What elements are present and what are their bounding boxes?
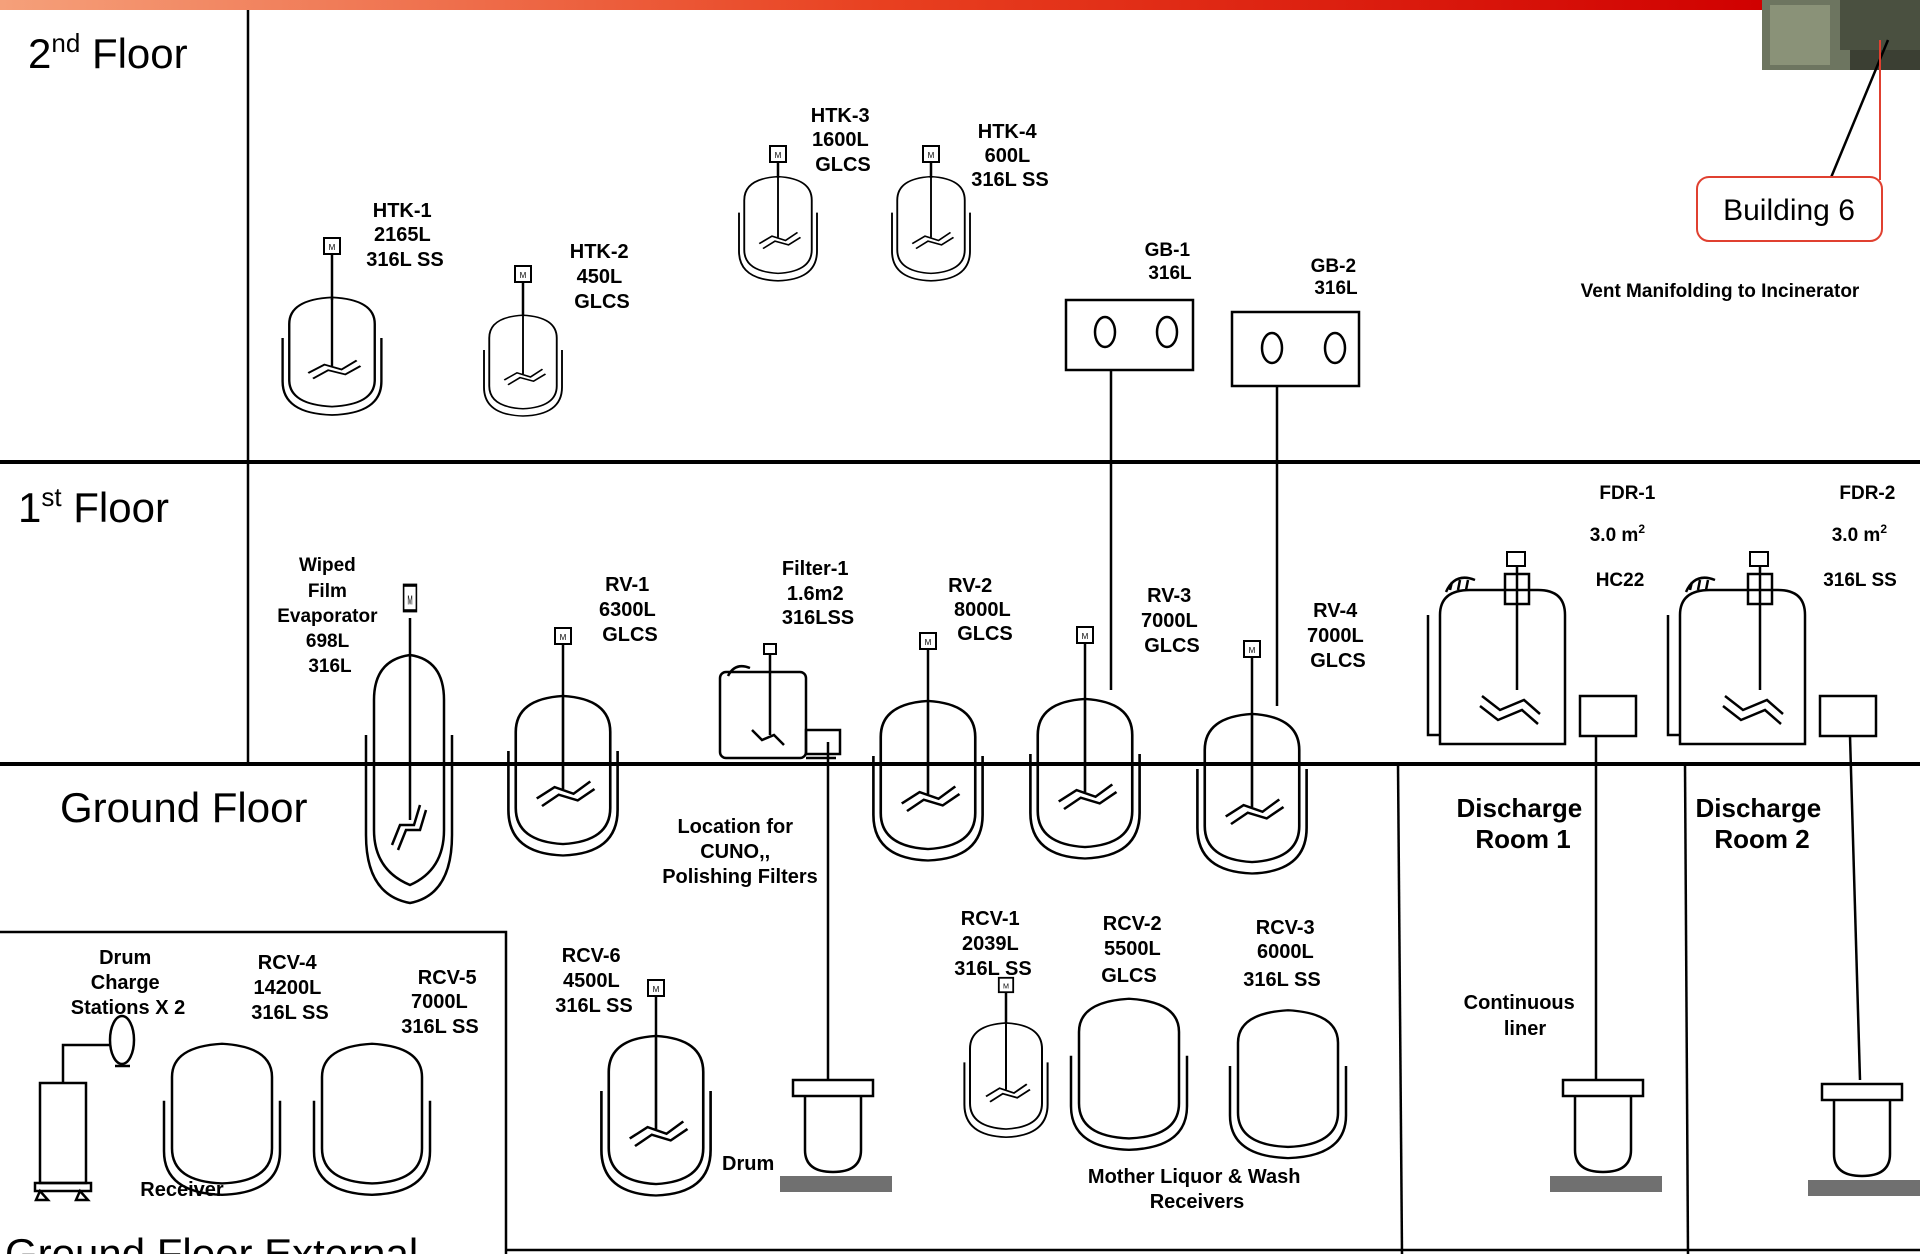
label-mother-liquor: Mother Liquor & Wash Receivers — [1088, 1166, 1306, 1213]
receiver-rcv3 — [1228, 1009, 1348, 1160]
floor-label-ground-external: Ground Floor External — [5, 1230, 418, 1254]
vessel-rcv1 — [963, 976, 1049, 1139]
filter-dryer-fdr2 — [1666, 551, 1878, 1081]
label-fdr2: FDR-2 3.0 m2 316L SS — [1823, 483, 1900, 591]
external-area-box — [0, 930, 508, 1254]
floor-label-first: 1st Floor — [18, 482, 169, 531]
vessel-rv4 — [1196, 640, 1308, 875]
receiver-rcv4 — [162, 1042, 282, 1197]
label-rcv2: RCV-2 5500L GLCS — [1101, 913, 1167, 987]
label-rv1: RV-1 6300L GLCS — [599, 574, 661, 646]
svg-text:Building 6: Building 6 — [1723, 194, 1855, 227]
label-htk3: HTK-3 1600L GLCS — [811, 105, 875, 176]
building-callout: Building 6 — [1696, 39, 1890, 242]
label-wfe: Wiped Film Evaporator 698L 316L — [277, 555, 383, 677]
label-rv2: RV-2 8000L GLCS — [948, 575, 1016, 645]
glovebox-gb2 — [1230, 310, 1361, 706]
vessel-htk4 — [891, 145, 971, 282]
title-banner — [0, 0, 1770, 10]
label-filter1: Filter-1 1.6m2 316LSS — [782, 558, 854, 629]
filter-1 — [718, 643, 842, 1080]
vessel-rv1 — [507, 627, 619, 857]
vessel-wiped-film-evaporator — [364, 583, 454, 905]
label-discharge-room-2: Discharge Room 2 — [1696, 793, 1829, 854]
vessel-rcv6 — [600, 979, 712, 1197]
label-rcv4: RCV-4 14200L 316L SS — [251, 952, 328, 1024]
vessel-rv3 — [1029, 626, 1141, 860]
drum-charge-station — [33, 1014, 136, 1202]
drum-discharge-1 — [1550, 1078, 1662, 1192]
label-htk4: HTK-4 600L 316L SS — [971, 121, 1048, 191]
receiver-rcv5 — [312, 1042, 432, 1197]
building-photo — [1762, 0, 1920, 70]
receiver-rcv2 — [1069, 997, 1189, 1152]
label-rcv5: RCV-5 7000L 316L SS — [401, 967, 482, 1038]
glovebox-gb1 — [1064, 298, 1195, 690]
label-drum: Drum — [722, 1153, 774, 1175]
floor-label-second: 2nd Floor — [28, 28, 188, 77]
label-receiver: Receiver — [140, 1179, 224, 1201]
drum-discharge-2 — [1808, 1082, 1920, 1196]
drum-filter-outlet — [780, 1078, 892, 1192]
label-cuno-location: Location for CUNO,, Polishing Filters — [662, 816, 818, 888]
vessel-htk1 — [281, 237, 383, 417]
label-rcv3: RCV-3 6000L 316L SS — [1243, 917, 1320, 991]
label-discharge-room-1: Discharge Room 1 — [1457, 793, 1590, 854]
label-rv4: RV-4 7000L GLCS — [1307, 600, 1369, 672]
label-rv3: RV-3 7000L GLCS — [1141, 585, 1203, 657]
label-drum-charge: Drum Charge Stations X 2 — [71, 947, 185, 1019]
floor-label-ground: Ground Floor — [60, 784, 307, 831]
label-gb2: GB-2 316L — [1311, 256, 1362, 299]
vessel-htk3 — [738, 145, 818, 282]
label-fdr1: FDR-1 3.0 m2 HC22 — [1590, 483, 1661, 591]
label-rcv6: RCV-6 4500L 316L SS — [555, 945, 632, 1017]
vessel-rv2 — [872, 632, 984, 862]
label-rcv1: RCV-1 2039L 316L SS — [954, 908, 1031, 980]
label-gb1: GB-1 316L — [1145, 240, 1196, 284]
vent-manifold-label: Vent Manifolding to Incinerator — [1581, 281, 1860, 302]
label-htk2: HTK-2 450L GLCS — [570, 241, 634, 313]
label-continuous-liner: Continuous liner — [1464, 992, 1581, 1040]
label-htk1: HTK-1 2165L 316L SS — [366, 200, 443, 271]
vessel-htk2 — [483, 265, 563, 417]
filter-dryer-fdr1 — [1426, 551, 1638, 1080]
